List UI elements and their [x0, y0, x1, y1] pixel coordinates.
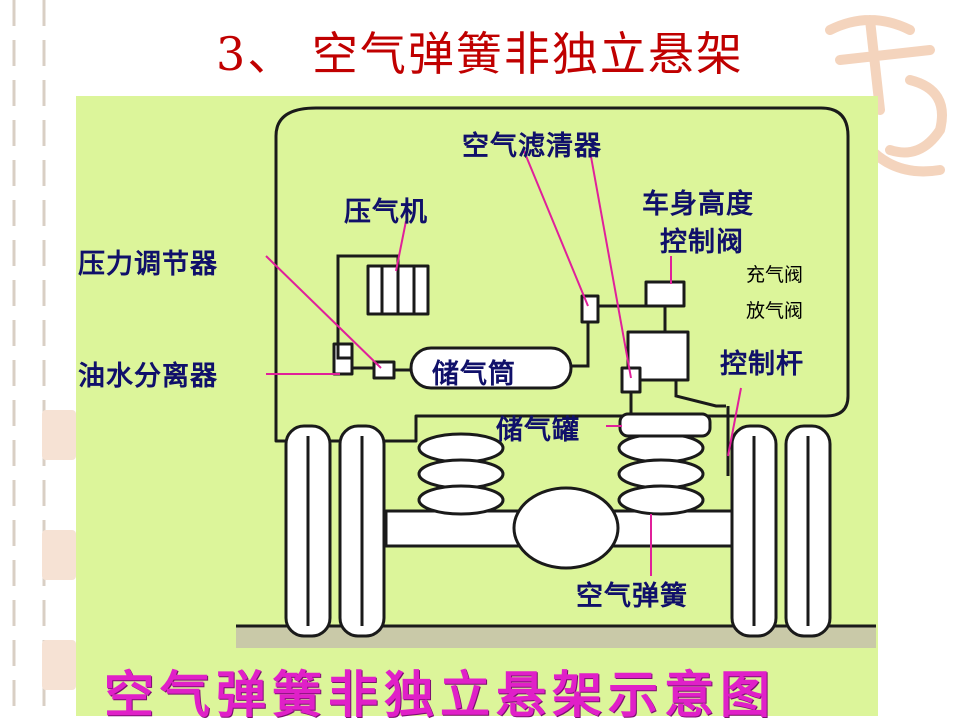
- label-height-valve-1: 车身高度: [642, 189, 754, 220]
- leader-lines: [265, 150, 742, 576]
- small-valve: [620, 366, 642, 394]
- label-pressure-regulator: 压力调节器: [78, 249, 218, 280]
- label-height-valve-2: 控制阀: [660, 227, 744, 258]
- reservoir: [409, 346, 573, 390]
- label-air-tank: 储气罐: [496, 415, 580, 446]
- slide-title: 3、 空气弹簧非独立悬架: [216, 27, 744, 81]
- diagram-panel: 空气滤清器 压气机 车身高度 控制阀 充气阀 放气阀 压力调节器 油水分离器 储…: [76, 96, 878, 716]
- label-inflate-valve: 充气阀: [746, 264, 804, 286]
- suspension-diagram: [236, 106, 876, 648]
- label-deflate-valve: 放气阀: [746, 300, 804, 322]
- label-air-filter: 空气滤清器: [462, 131, 602, 162]
- label-compressor: 压气机: [344, 197, 428, 228]
- differential-housing: [512, 486, 620, 570]
- air-spring-left: [417, 432, 505, 516]
- diagram-caption: 空气弹簧非独立悬架示意图: [104, 666, 776, 724]
- slide-border-decoration: [12, 0, 76, 720]
- ground: [236, 626, 876, 648]
- air-spring-right: [617, 432, 705, 516]
- label-air-spring: 空气弹簧: [576, 581, 688, 612]
- air-tank: [618, 412, 712, 438]
- label-oil-water-separator: 油水分离器: [78, 361, 218, 392]
- height-control-valve: [644, 280, 686, 308]
- label-control-rod: 控制杆: [720, 349, 804, 380]
- label-reservoir: 储气筒: [432, 359, 516, 390]
